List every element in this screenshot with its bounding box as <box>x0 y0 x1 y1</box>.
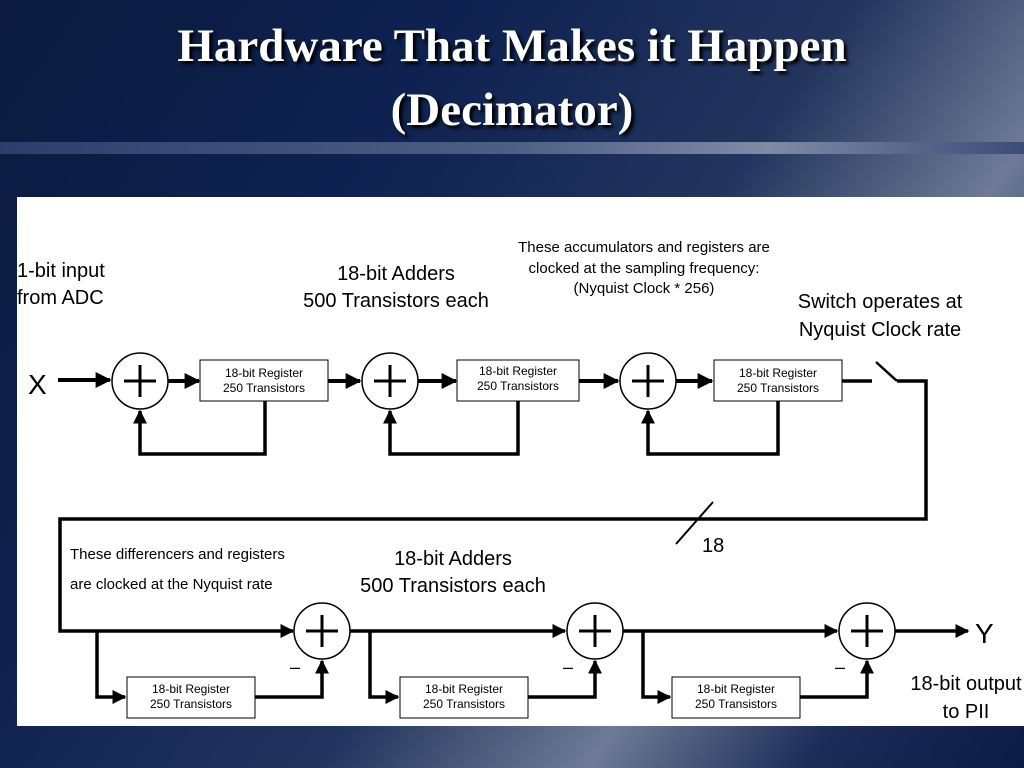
feedback-path <box>641 401 780 456</box>
register-label: 18-bit Register <box>697 682 775 696</box>
feedback-path <box>383 401 520 456</box>
differencer-stage-1: 18-bit Register 250 Transistors – <box>95 602 351 719</box>
integrator-stage-2: 18-bit Register 250 Transistors <box>361 352 580 456</box>
delay-input-path <box>95 631 127 704</box>
subtract-path <box>528 659 602 699</box>
bus-width-slash <box>675 501 714 545</box>
register-label: 18-bit Register <box>425 682 503 696</box>
switch-label-line-2: Nyquist Clock rate <box>799 319 961 341</box>
register-label: 18-bit Register <box>739 366 817 380</box>
register-box <box>126 676 256 719</box>
bottom-adders-label-line-1: 18-bit Adders <box>394 548 512 570</box>
accumulator-note-line-2: clocked at the sampling frequency: <box>529 260 760 277</box>
register-transistors: 250 Transistors <box>223 381 305 395</box>
nyquist-switch <box>58 361 928 638</box>
accumulator-note-line-3: (Nyquist Clock * 256) <box>574 280 715 297</box>
bus-line <box>58 379 928 638</box>
accumulator-note-line-1: These accumulators and registers are <box>518 239 770 256</box>
slide-title: Hardware That Makes it Happen (Decimator… <box>0 14 1024 142</box>
title-divider-stripe <box>0 142 1024 154</box>
delay-input-path <box>641 631 672 704</box>
register-transistors: 250 Transistors <box>423 697 505 711</box>
minus-sign: – <box>290 657 300 677</box>
register-transistors: 250 Transistors <box>695 697 777 711</box>
switch-label-line-1: Switch operates at <box>798 291 963 313</box>
feedback-path <box>133 401 267 456</box>
top-adders-label-line-1: 18-bit Adders <box>337 263 455 285</box>
input-label-line-2: from ADC <box>17 287 104 309</box>
bus-width-label: 18 <box>702 535 724 557</box>
minus-sign: – <box>835 657 845 677</box>
register-box <box>671 676 801 719</box>
bottom-adders-label-line-2: 500 Transistors each <box>360 575 546 597</box>
differencer-note-line-1: These differencers and registers <box>70 546 285 563</box>
register-label: 18-bit Register <box>152 682 230 696</box>
register-transistors: 250 Transistors <box>737 381 819 395</box>
delay-input-path <box>368 631 400 704</box>
integrator-stage-1: 18-bit Register 250 Transistors <box>111 352 329 456</box>
title-line-2: (Decimator) <box>390 84 634 136</box>
subtract-path <box>800 659 874 699</box>
differencer-stage-2: 18-bit Register 250 Transistors – <box>368 602 624 719</box>
output-label-line-1: 18-bit output <box>910 673 1022 695</box>
register-transistors: 250 Transistors <box>477 379 559 393</box>
input-symbol-x: X <box>28 369 47 400</box>
register-label: 18-bit Register <box>225 366 303 380</box>
diagram-panel: 1-bit input from ADC 18-bit Adders 500 T… <box>17 197 1024 726</box>
minus-sign: – <box>563 657 573 677</box>
integrator-stage-3: 18-bit Register 250 Transistors <box>619 352 843 456</box>
differencer-note-line-2: are clocked at the Nyquist rate <box>70 576 273 593</box>
register-box <box>713 359 843 402</box>
register-label: 18-bit Register <box>479 364 557 378</box>
top-adders-label-line-2: 500 Transistors each <box>303 290 489 312</box>
register-transistors: 250 Transistors <box>150 697 232 711</box>
output-symbol-y: Y <box>975 618 994 649</box>
register-box <box>399 676 529 719</box>
title-line-1: Hardware That Makes it Happen <box>177 20 847 72</box>
differencer-stage-3: 18-bit Register 250 Transistors – <box>641 602 896 719</box>
decimator-diagram: 1-bit input from ADC 18-bit Adders 500 T… <box>17 239 1022 723</box>
input-label-line-1: 1-bit input <box>17 260 105 282</box>
subtract-path <box>255 659 329 699</box>
output-label-line-2: to PII <box>943 701 990 723</box>
